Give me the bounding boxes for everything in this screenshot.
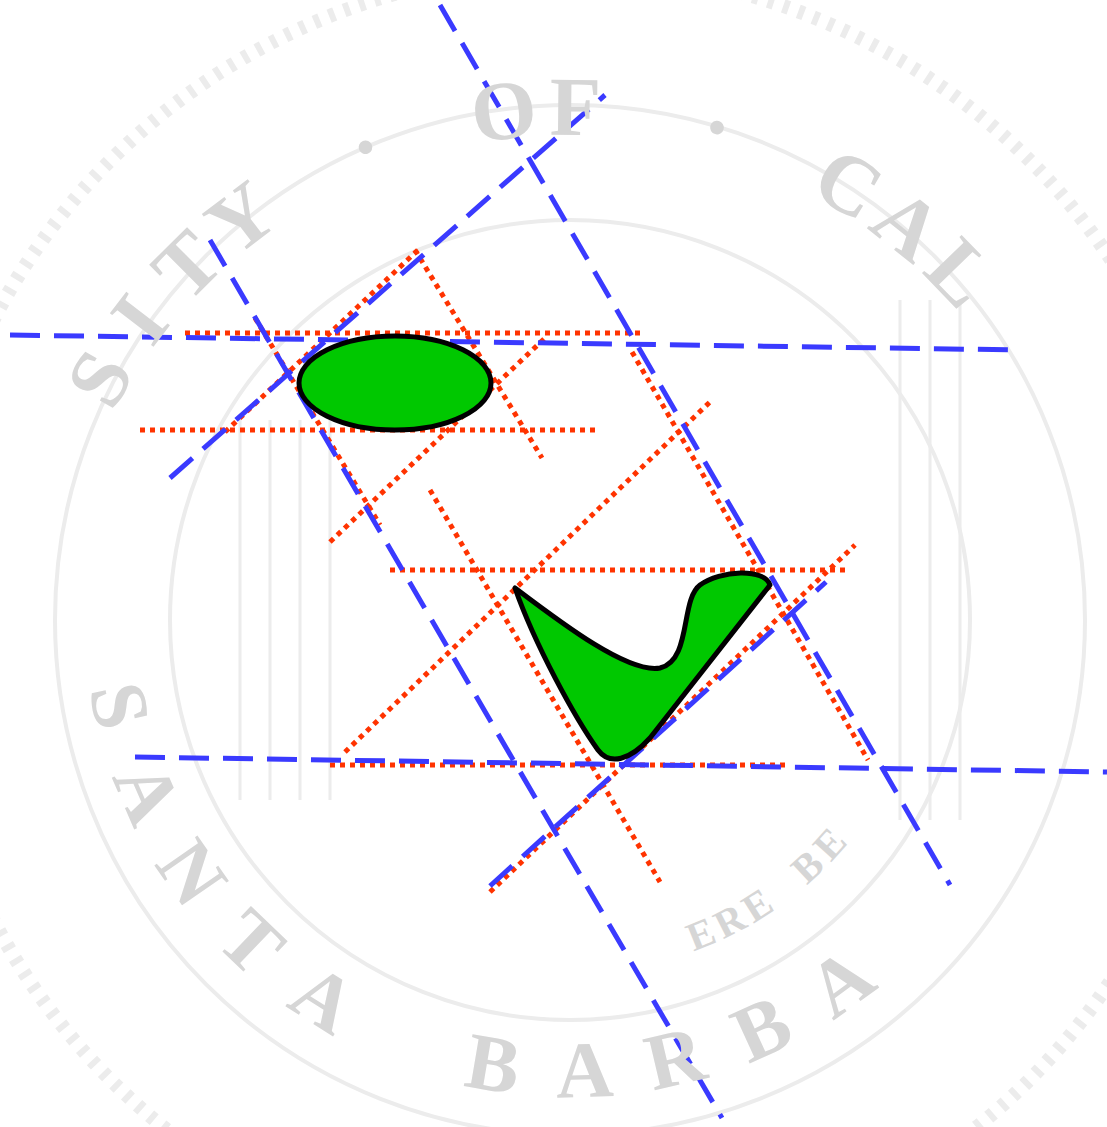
ellipse-object	[299, 336, 491, 430]
common-tangent-lines	[10, 5, 1107, 1118]
v-shaped-object	[515, 573, 770, 759]
